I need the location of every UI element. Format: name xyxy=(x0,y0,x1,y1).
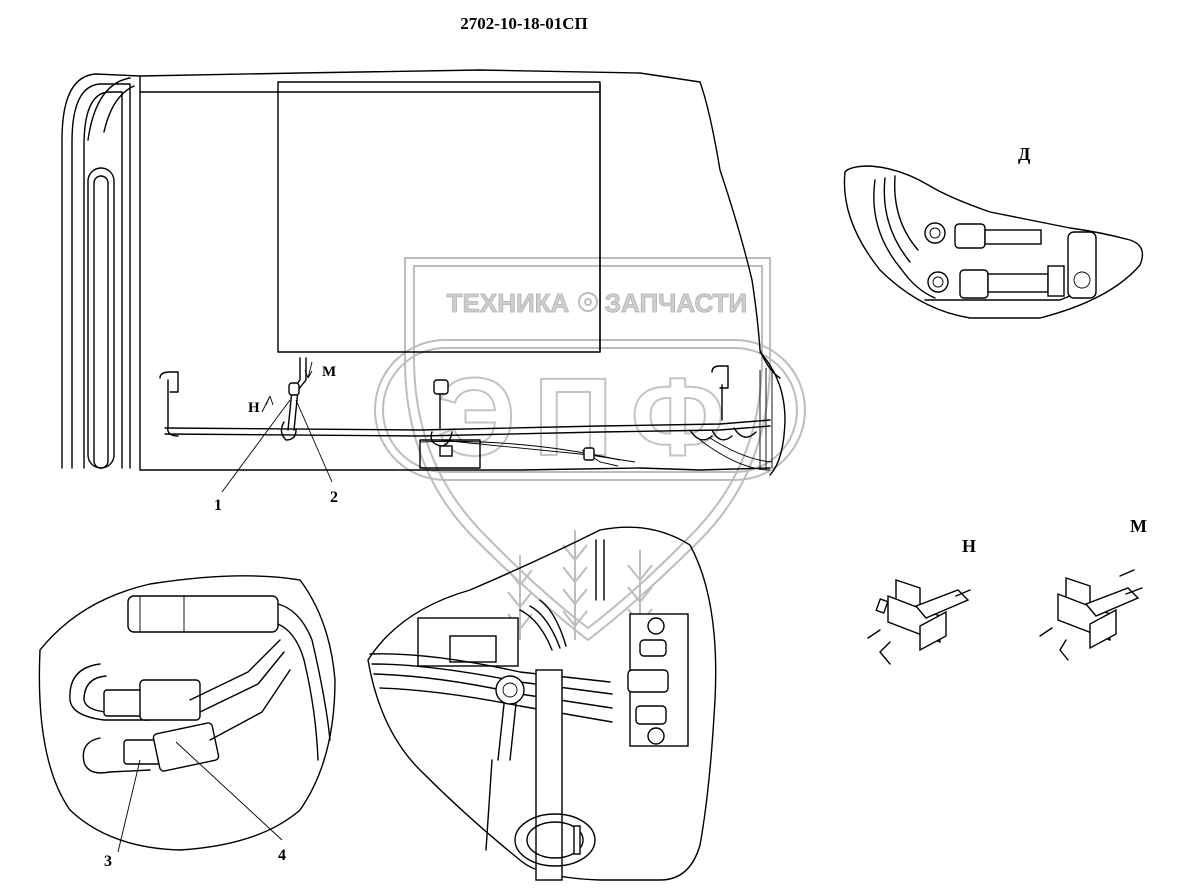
detail-connector-view xyxy=(38,575,336,853)
callout-4: 4 xyxy=(278,847,286,864)
gear-icon xyxy=(578,292,598,312)
detail-bundle-view xyxy=(367,526,717,881)
callout-1: 1 xyxy=(214,497,222,514)
detail-m-view xyxy=(1039,569,1143,661)
watermark-text-right: ЗАПЧАСТИ xyxy=(605,288,748,318)
wheat-icon xyxy=(507,530,653,640)
arrow-label-n: Н xyxy=(248,400,260,416)
arrow-label-m: М xyxy=(322,364,336,380)
detail-n-label: Н xyxy=(962,536,976,556)
drawing-code: 2702-10-18-01СП xyxy=(460,14,587,33)
detail-n-view xyxy=(867,579,971,665)
detail-m-label: М xyxy=(1130,516,1147,536)
watermark: ТЕХНИКА ЗАПЧАСТИ ЭПФ xyxy=(374,257,806,642)
main-view xyxy=(61,69,786,493)
watermark-letters: ЭПФ xyxy=(437,356,742,479)
callout-2: 2 xyxy=(330,489,338,506)
watermark-text-left: ТЕХНИКА xyxy=(447,288,570,318)
callout-3: 3 xyxy=(104,853,112,870)
detail-d-label: Д xyxy=(1018,144,1031,164)
detail-d-view xyxy=(843,165,1144,319)
